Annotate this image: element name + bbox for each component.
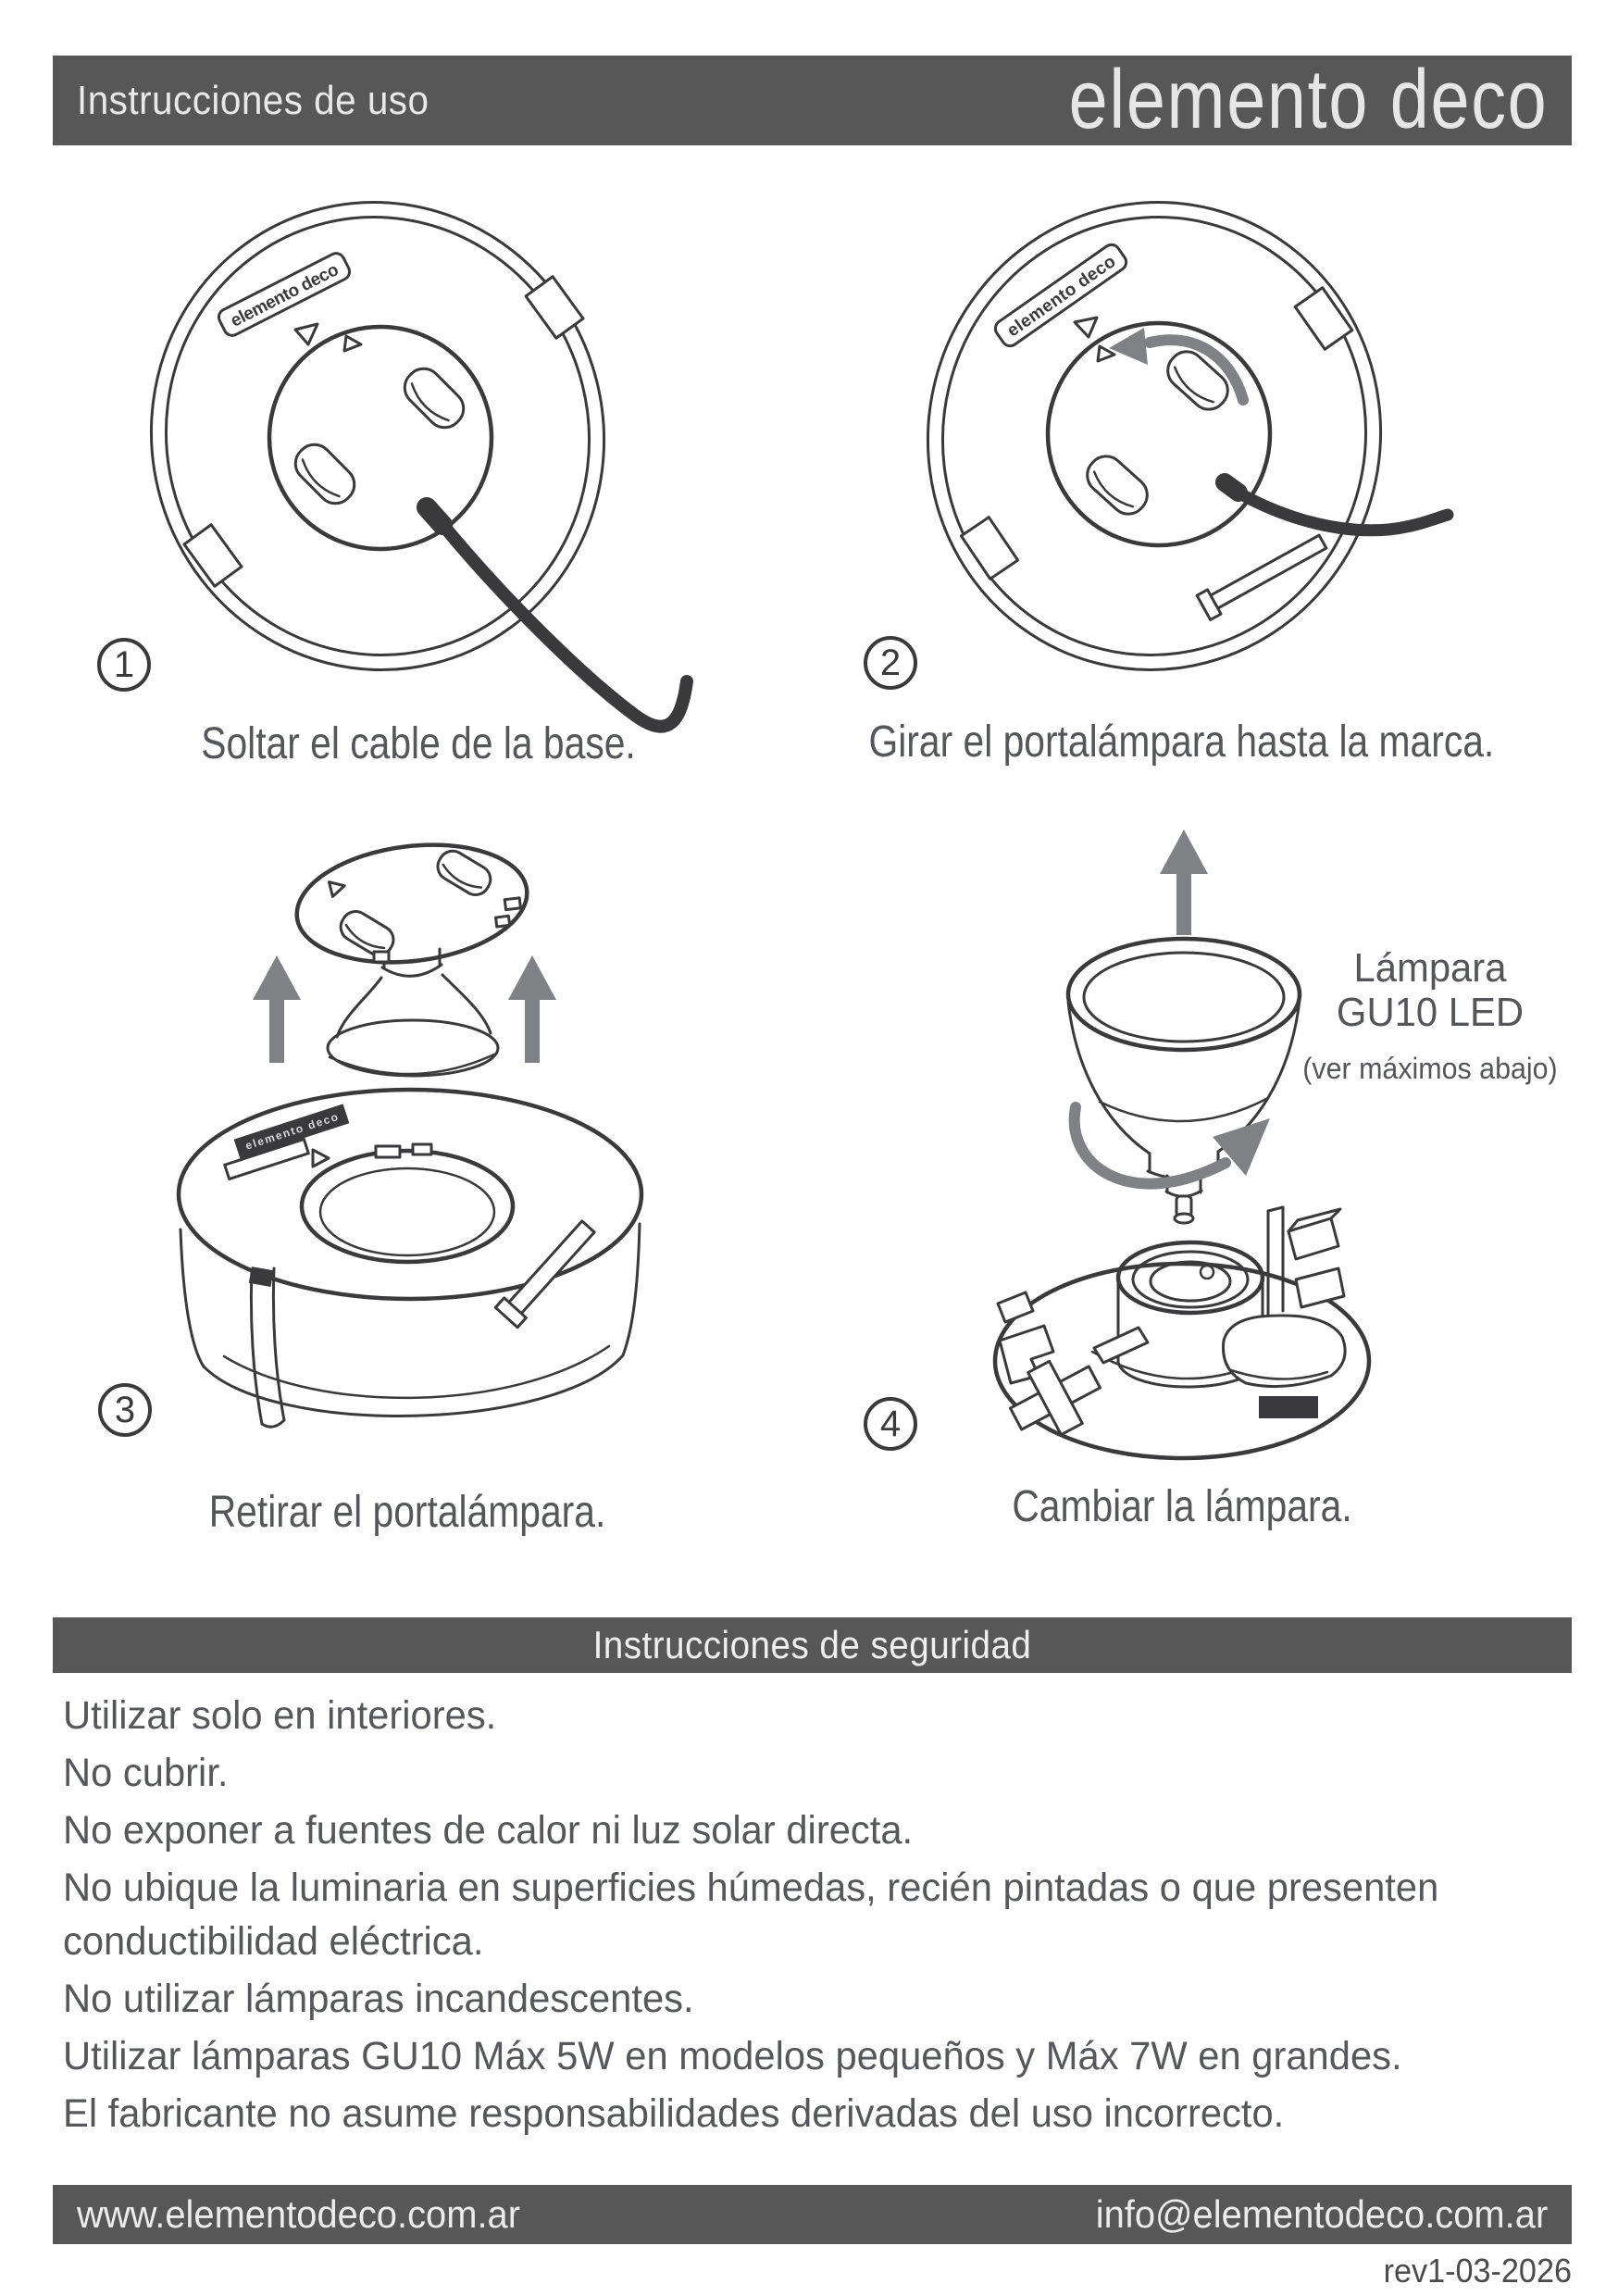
- base-body: [176, 1087, 644, 1417]
- latch-strip: [1195, 533, 1328, 621]
- socket-clip: [1287, 1207, 1346, 1309]
- safety-line: No ubique la luminaria en superficies hú…: [63, 1866, 1439, 1964]
- power-cable: [1215, 473, 1454, 537]
- safety-line: No cubrir.: [63, 1751, 229, 1795]
- base-ring-outline: [926, 201, 1383, 671]
- step-4-illustration: [992, 830, 1372, 1461]
- step-3-badge: 3: [98, 1383, 152, 1437]
- safety-line: Utilizar lámparas GU10 Máx 5W en modelos…: [63, 2034, 1402, 2078]
- base-hole: [299, 1142, 516, 1265]
- step-number: 2: [879, 642, 902, 683]
- step-3-illustration: elemento deco: [176, 842, 644, 1429]
- slot-cutout: [1166, 350, 1229, 411]
- alignment-mark-base: [311, 1148, 330, 1168]
- up-arrow-icon: [253, 955, 301, 1063]
- side-strap: [248, 1267, 286, 1429]
- footer-bar: www.elementodeco.com.ar info@elementodec…: [53, 2185, 1572, 2244]
- mount-tab: [524, 275, 585, 340]
- safety-title: Instrucciones de seguridad: [592, 1623, 1032, 1666]
- lamp-holder-disc: [267, 324, 494, 552]
- step-2-caption: Girar el portalámpara hasta la marca.: [868, 718, 1495, 767]
- mount-tab: [1293, 286, 1354, 351]
- lamp-holder-disc: [294, 842, 529, 965]
- safety-line: No utilizar lámparas incandescentes.: [63, 1977, 694, 2021]
- alignment-mark-base: [293, 322, 319, 346]
- step-number: 1: [113, 643, 135, 685]
- power-cable: [417, 497, 693, 733]
- step-2-illustration: elemento deco: [926, 201, 1454, 671]
- brand-label-tag: elemento deco: [217, 252, 352, 337]
- step-3-caption: Retirar el portalámpara.: [208, 1488, 606, 1537]
- up-arrow-icon: [1160, 830, 1208, 935]
- step-1-caption: Soltar el cable de la base.: [201, 719, 636, 768]
- latch-strip: [493, 1219, 596, 1329]
- alignment-mark-disc: [1096, 344, 1116, 363]
- safety-header-bar: Instrucciones de seguridad: [53, 1617, 1572, 1673]
- step-number: 4: [879, 1403, 902, 1444]
- socket-clip: [996, 1291, 1150, 1437]
- slot-cutout: [1086, 455, 1149, 516]
- step-number: 3: [114, 1389, 136, 1430]
- lamp-note-subtitle: (ver máximos abajo): [1302, 1052, 1558, 1085]
- rotation-arrow-icon: [1109, 328, 1249, 406]
- step-1-badge: 1: [97, 638, 151, 692]
- safety-line: No exponer a fuentes de calor ni luz sol…: [63, 1808, 914, 1853]
- step-2-badge: 2: [864, 636, 917, 690]
- header-bar: Instrucciones de uso elemento deco: [53, 54, 1572, 146]
- brand-label-text: elemento deco: [228, 260, 342, 331]
- alignment-mark-disc: [342, 334, 363, 353]
- footer-email: info@elementodeco.com.ar: [1095, 2192, 1548, 2236]
- brand-logo: elemento deco: [1068, 54, 1548, 146]
- safety-line: El fabricante no asume responsabilidades…: [63, 2091, 1285, 2136]
- revision-label: rev1-03-2026: [1383, 2252, 1572, 2290]
- page-title: Instrucciones de uso: [77, 77, 429, 123]
- slot-cutout: [403, 367, 466, 430]
- brand-label-text: elemento deco: [1003, 252, 1119, 341]
- lamp-holder-disc: [1045, 320, 1273, 548]
- safety-line: Utilizar solo en interiores.: [63, 1693, 497, 1738]
- step-1-illustration: elemento deco: [149, 201, 693, 733]
- lamp-holder-neck: [372, 947, 443, 978]
- safety-instructions: Utilizar solo en interiores. No cubrir. …: [63, 1689, 1482, 2144]
- brand-label-strip: elemento deco: [233, 1104, 350, 1159]
- step-4-caption: Cambiar la lámpara.: [1012, 1482, 1352, 1531]
- label-slot-outline: [223, 1137, 310, 1181]
- socket-terminal-pad: [1222, 1314, 1347, 1418]
- step-4-badge: 4: [864, 1397, 917, 1451]
- lamp-note-line2: GU10 LED: [1336, 990, 1525, 1035]
- rotation-arrow-icon: [1068, 1102, 1270, 1190]
- footer-website: www.elementodeco.com.ar: [77, 2192, 521, 2236]
- up-arrow-icon: [508, 955, 556, 1063]
- alignment-mark-base: [1073, 316, 1099, 339]
- mount-tab: [959, 516, 1020, 580]
- lamp-note-line1: Lámpara: [1353, 945, 1507, 991]
- slot-cutout: [293, 443, 356, 505]
- lamp-note: Lámpara GU10 LED (ver máximos abajo): [1268, 946, 1592, 1086]
- mount-tab: [182, 523, 243, 588]
- lamp-bulb: [326, 973, 500, 1078]
- base-ring-outline: [149, 201, 606, 671]
- socket-side-post: [1266, 1205, 1285, 1316]
